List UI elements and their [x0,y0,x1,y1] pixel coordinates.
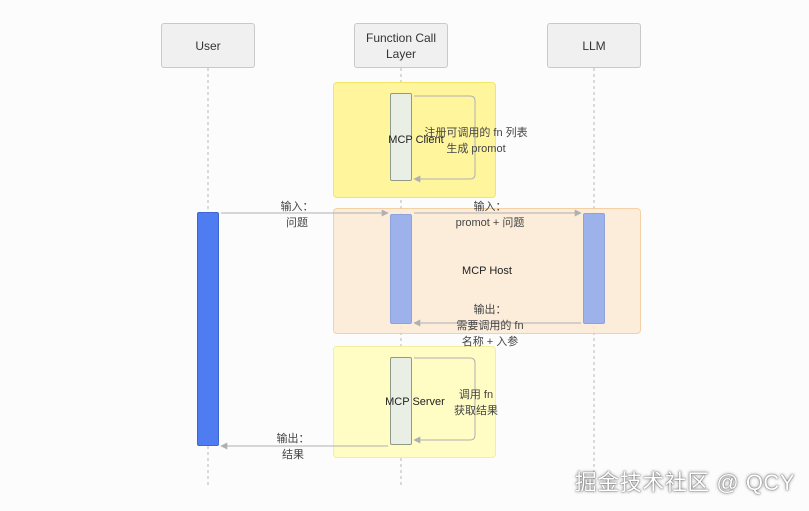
server-self-arrow [413,357,476,444]
actor-llm: LLM [547,23,641,68]
mcp-client-label: MCP Client [388,134,444,146]
llm-activation [583,213,605,324]
mcp-server-label: MCP Server [385,396,445,408]
llm-output-label: 输出： 需要调用的 fn 名称 + 入参 [456,304,524,348]
user-input-label: 输入： 问题 [280,201,314,229]
watermark: 掘金技术社区 @ QCY [574,470,795,495]
server-call-fn-label: 调用 fn 获取结果 [454,389,498,417]
server-activation [390,357,412,445]
client-generate-prompt-label: 生成 promot [446,143,506,155]
mcp-server-region [333,346,496,458]
layer-host-activation [390,214,412,324]
user-activation [197,212,219,446]
layer-input-label: 输入： promot + 问题 [455,201,525,229]
actor-user: User [161,23,255,68]
client-self-arrow [413,95,476,183]
actor-function-call-layer: Function Call Layer [354,23,448,68]
mcp-host-label: MCP Host [462,265,512,277]
layer-output-label: 输出： 结果 [276,433,310,461]
client-register-fn-label: 注册可调用的 fn 列表 [424,127,528,139]
client-activation [390,93,412,181]
